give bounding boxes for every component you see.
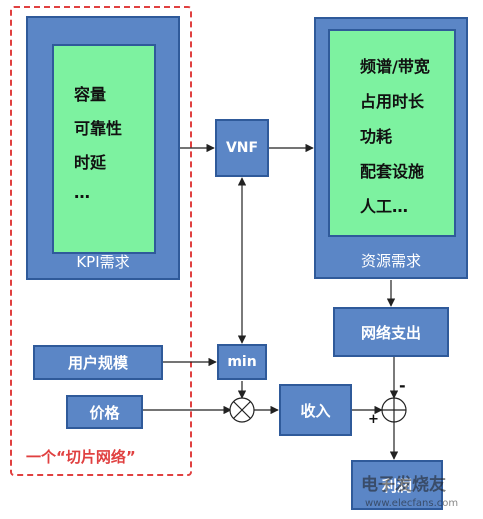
kpi-item-reliability: 可靠性 <box>74 119 123 138</box>
kpi-requirements-box: 容量 可靠性 时延 … KPI需求 <box>26 16 180 280</box>
vnf-box: VNF <box>215 119 269 177</box>
kpi-item-capacity: 容量 <box>74 85 107 104</box>
kpi-item-latency: 时延 <box>74 153 107 172</box>
sum-minus-sign: - <box>399 376 406 395</box>
kpi-inner-panel: 容量 可靠性 时延 … <box>52 44 156 254</box>
resource-inner-panel: 频谱/带宽 占用时长 功耗 配套设施 人工… <box>328 29 456 237</box>
min-box: min <box>217 344 267 380</box>
profit-box: 利润 <box>351 460 443 510</box>
price-box: 价格 <box>66 395 143 429</box>
sum-plus-sign: + <box>368 412 379 427</box>
resource-item-facilities: 配套设施 <box>360 162 425 181</box>
kpi-caption: KPI需求 <box>76 253 130 271</box>
kpi-item-more: … <box>74 183 90 202</box>
resource-item-occupancy: 占用时长 <box>360 92 425 111</box>
multiply-junction <box>229 397 255 423</box>
slice-network-frame <box>10 6 192 476</box>
resource-item-labor: 人工… <box>360 197 409 216</box>
resource-item-power: 功耗 <box>360 127 393 146</box>
user-scale-box: 用户规模 <box>33 345 163 380</box>
resource-caption: 资源需求 <box>360 252 421 270</box>
resource-item-spectrum: 频谱/带宽 <box>360 57 430 76</box>
sum-junction <box>381 397 407 423</box>
slice-network-label: 一个“切片网络” <box>26 448 136 466</box>
revenue-box: 收入 <box>279 384 352 436</box>
network-cost-box: 网络支出 <box>333 307 449 357</box>
resource-requirements-box: 频谱/带宽 占用时长 功耗 配套设施 人工… 资源需求 <box>314 17 468 279</box>
